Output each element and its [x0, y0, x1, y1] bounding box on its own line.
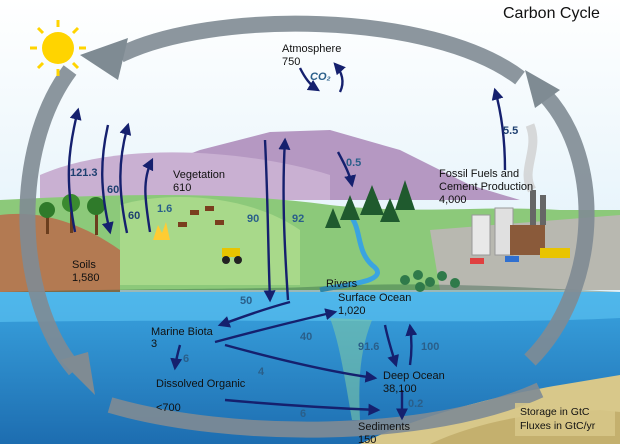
arrow-atmosphere-to-ocean-92 [263, 139, 276, 303]
arrow-biota-to-dissolved-6 [170, 344, 183, 371]
marine-biota-value: 3 [151, 338, 157, 350]
vehicles-icon [470, 248, 570, 264]
fossil-value: 4,000 [439, 194, 467, 206]
tractor-icon [222, 248, 242, 264]
diagram-title: Carbon Cycle [503, 5, 600, 22]
surface-ocean-value: 1,020 [338, 305, 366, 317]
shore-shrubs-icon [400, 270, 460, 292]
fossil-label-line1: Fossil Fuels and [439, 168, 519, 180]
hill [120, 197, 300, 285]
legend-fluxes: Fluxes in GtC/yr [520, 420, 596, 432]
arrow-soil-to-atmosphere-121 [67, 107, 82, 233]
arrow-vegetation-to-atmosphere-60 [119, 122, 132, 234]
flux-label-50: 50 [240, 295, 252, 307]
arrow-atmosphere-to-forest-0-5 [336, 151, 356, 188]
arrow-deep-to-surface-100 [405, 323, 418, 366]
soils-label: Soils [72, 259, 96, 271]
cycle-arrow-top [116, 15, 525, 85]
flux-label-5-5: 5.5 [503, 125, 518, 137]
legend-box [515, 403, 615, 436]
arrow-co2-loop-down [298, 67, 321, 92]
flux-label-92: 92 [292, 213, 304, 225]
arrow-biota-to-deep-4 [224, 343, 378, 383]
flux-label-1-6: 1.6 [157, 203, 172, 215]
pine-trees-icon [325, 180, 415, 228]
dissolved-organic-value: <700 [156, 402, 181, 414]
soils-value: 1,580 [72, 272, 100, 284]
flux-label-60-b: 60 [128, 210, 140, 222]
flux-label-0-5: 0.5 [346, 157, 361, 169]
cycle-arrowhead-top [80, 38, 128, 80]
arrow-surface-to-deep-91-6 [383, 324, 399, 368]
fossil-label-line2: Cement Production [439, 181, 533, 193]
cycle-arrow-bottom [107, 382, 544, 438]
flux-label-91-6: 91.6 [358, 341, 379, 353]
downwelling-plume [330, 318, 372, 420]
flux-label-6-b: 6 [300, 408, 306, 420]
vegetation-value: 610 [173, 182, 191, 194]
flux-label-4: 4 [258, 366, 265, 378]
flux-label-100: 100 [421, 341, 439, 353]
surface-ocean-layer [0, 292, 620, 322]
arrow-ocean-to-atmosphere-90 [278, 137, 291, 301]
co2-label: CO₂ [310, 71, 331, 83]
arrow-atmosphere-to-land-60 [101, 124, 114, 235]
flux-label-121-3: 121.3 [70, 167, 98, 179]
arrow-co2-loop-up [333, 62, 346, 93]
atmosphere-value: 750 [282, 56, 300, 68]
flux-label-90: 90 [247, 213, 259, 225]
fire-icon [153, 222, 170, 240]
vegetation-label: Vegetation [173, 169, 225, 181]
cattle-icon [178, 206, 224, 227]
atmosphere-label: Atmosphere [282, 43, 341, 55]
marine-biota-label: Marine Biota [151, 326, 214, 338]
arrow-biota-to-surface-40 [214, 308, 338, 344]
factory-icon [471, 123, 546, 256]
arrow-dissolved-to-deep-6 [224, 398, 381, 416]
rivers-label: Rivers [326, 278, 358, 290]
sediments-label: Sediments [358, 421, 410, 433]
flux-arrows [67, 62, 507, 421]
cycle-arrow-left [19, 65, 82, 376]
cycle-arrow-right [524, 89, 595, 366]
cycle-arrowhead-right [525, 70, 560, 108]
sun-icon [30, 20, 86, 76]
mountain-ridge [40, 152, 330, 200]
cycle-arrowhead-left [60, 352, 95, 395]
flux-label-6-a: 6 [183, 353, 189, 365]
arrow-surface-to-biota-50 [217, 300, 291, 328]
dissolved-organic-label: Dissolved Organic [156, 378, 246, 390]
sediments-value: 150 [358, 434, 376, 444]
legend-storage: Storage in GtC [520, 406, 590, 418]
river [319, 213, 380, 293]
arrow-fossil-to-atmosphere-5-5 [491, 87, 507, 171]
deep-ocean-value: 38,100 [383, 383, 417, 395]
deep-ocean-label: Deep Ocean [383, 370, 445, 382]
flux-label-0-2: 0.2 [408, 398, 423, 410]
flux-label-40: 40 [300, 331, 312, 343]
flux-label-60-a: 60 [107, 184, 119, 196]
arrow-vegetation-to-atmosphere-1-6 [142, 157, 154, 233]
surface-ocean-label: Surface Ocean [338, 292, 411, 304]
